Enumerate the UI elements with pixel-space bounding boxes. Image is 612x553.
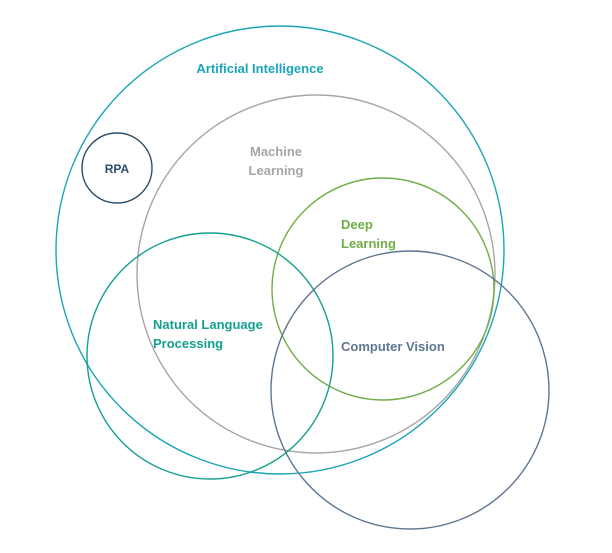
artificial-intelligence-label: Artificial Intelligence: [196, 61, 323, 76]
rpa-circle: [81, 132, 153, 204]
artificial-intelligence-circle: [55, 25, 505, 475]
deep-learning-label-line1: Deep: [341, 217, 373, 232]
computer-vision-circle: [270, 250, 550, 530]
machine-learning-label-line2: Learning: [249, 163, 304, 178]
deep-learning-label-line2: Learning: [341, 236, 396, 251]
computer-vision-label: Computer Vision: [341, 339, 445, 354]
natural-language-processing-circle: [86, 232, 334, 480]
nlp-label-line1: Natural Language: [153, 317, 263, 332]
machine-learning-label-line1: Machine: [250, 144, 302, 159]
deep-learning-circle: [271, 177, 495, 401]
nlp-label-line2: Processing: [153, 336, 223, 351]
rpa-label: RPA: [105, 162, 130, 176]
machine-learning-circle: [136, 94, 496, 454]
